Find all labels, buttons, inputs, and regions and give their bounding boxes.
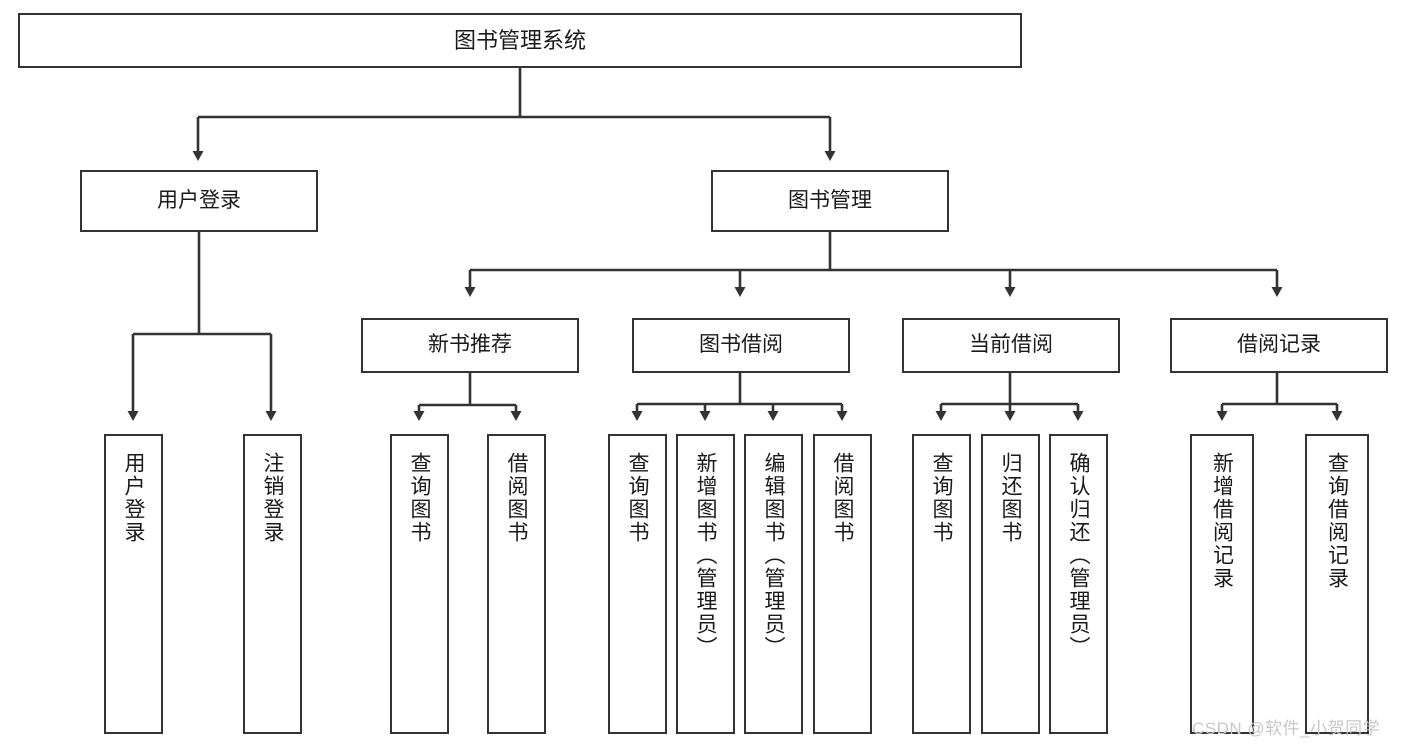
node-label: 当前借阅 — [969, 333, 1053, 357]
leaf-borrow-book[interactable]: 借阅图书 — [813, 434, 872, 734]
node-root-book-management-system[interactable]: 图书管理系统 — [18, 13, 1022, 68]
leaf-recommend-query-book[interactable]: 查询图书 — [390, 434, 449, 734]
node-label: 编辑图书（管理员） — [762, 452, 785, 659]
node-new-book-recommend[interactable]: 新书推荐 — [361, 318, 579, 373]
node-label: 图书管理 — [788, 188, 872, 212]
node-book-management[interactable]: 图书管理 — [711, 170, 949, 232]
leaf-add-book-admin[interactable]: 新增图书（管理员） — [676, 434, 735, 734]
node-label: 查询图书 — [626, 452, 649, 544]
leaf-confirm-return-admin[interactable]: 确认归还（管理员） — [1049, 434, 1108, 734]
leaf-add-borrow-record[interactable]: 新增借阅记录 — [1190, 434, 1254, 734]
node-label: 借阅图书 — [831, 452, 854, 544]
node-label: 新书推荐 — [428, 333, 512, 357]
node-label: 用户登录 — [157, 188, 241, 212]
node-label: 图书管理系统 — [453, 27, 586, 53]
leaf-borrow-query-book[interactable]: 查询图书 — [608, 434, 667, 734]
node-book-borrow[interactable]: 图书借阅 — [632, 318, 850, 373]
leaf-recommend-borrow-book[interactable]: 借阅图书 — [487, 434, 546, 734]
leaf-edit-book-admin[interactable]: 编辑图书（管理员） — [744, 434, 803, 734]
node-label: 借阅记录 — [1237, 333, 1321, 357]
csdn-watermark: CSDN @软件_小贺同学 — [1192, 719, 1381, 738]
node-label: 借阅图书 — [505, 452, 528, 544]
leaf-user-login[interactable]: 用户登录 — [104, 434, 163, 734]
leaf-current-query-book[interactable]: 查询图书 — [912, 434, 971, 734]
leaf-logout-login[interactable]: 注销登录 — [243, 434, 302, 734]
node-label: 用户登录 — [122, 452, 145, 544]
node-label: 查询图书 — [930, 452, 953, 544]
node-label: 归还图书 — [999, 452, 1022, 544]
node-user-login[interactable]: 用户登录 — [80, 170, 318, 232]
node-current-borrow[interactable]: 当前借阅 — [902, 318, 1120, 373]
node-borrow-record[interactable]: 借阅记录 — [1170, 318, 1388, 373]
leaf-query-borrow-record[interactable]: 查询借阅记录 — [1305, 434, 1369, 734]
node-label: 图书借阅 — [699, 333, 783, 357]
node-label: 查询图书 — [408, 452, 431, 544]
node-label: 新增借阅记录 — [1210, 452, 1234, 590]
node-label: 新增图书（管理员） — [694, 452, 717, 659]
node-label: 确认归还（管理员） — [1067, 452, 1090, 659]
node-label: 注销登录 — [261, 452, 284, 544]
node-label: 查询借阅记录 — [1325, 452, 1349, 590]
leaf-return-book[interactable]: 归还图书 — [981, 434, 1040, 734]
